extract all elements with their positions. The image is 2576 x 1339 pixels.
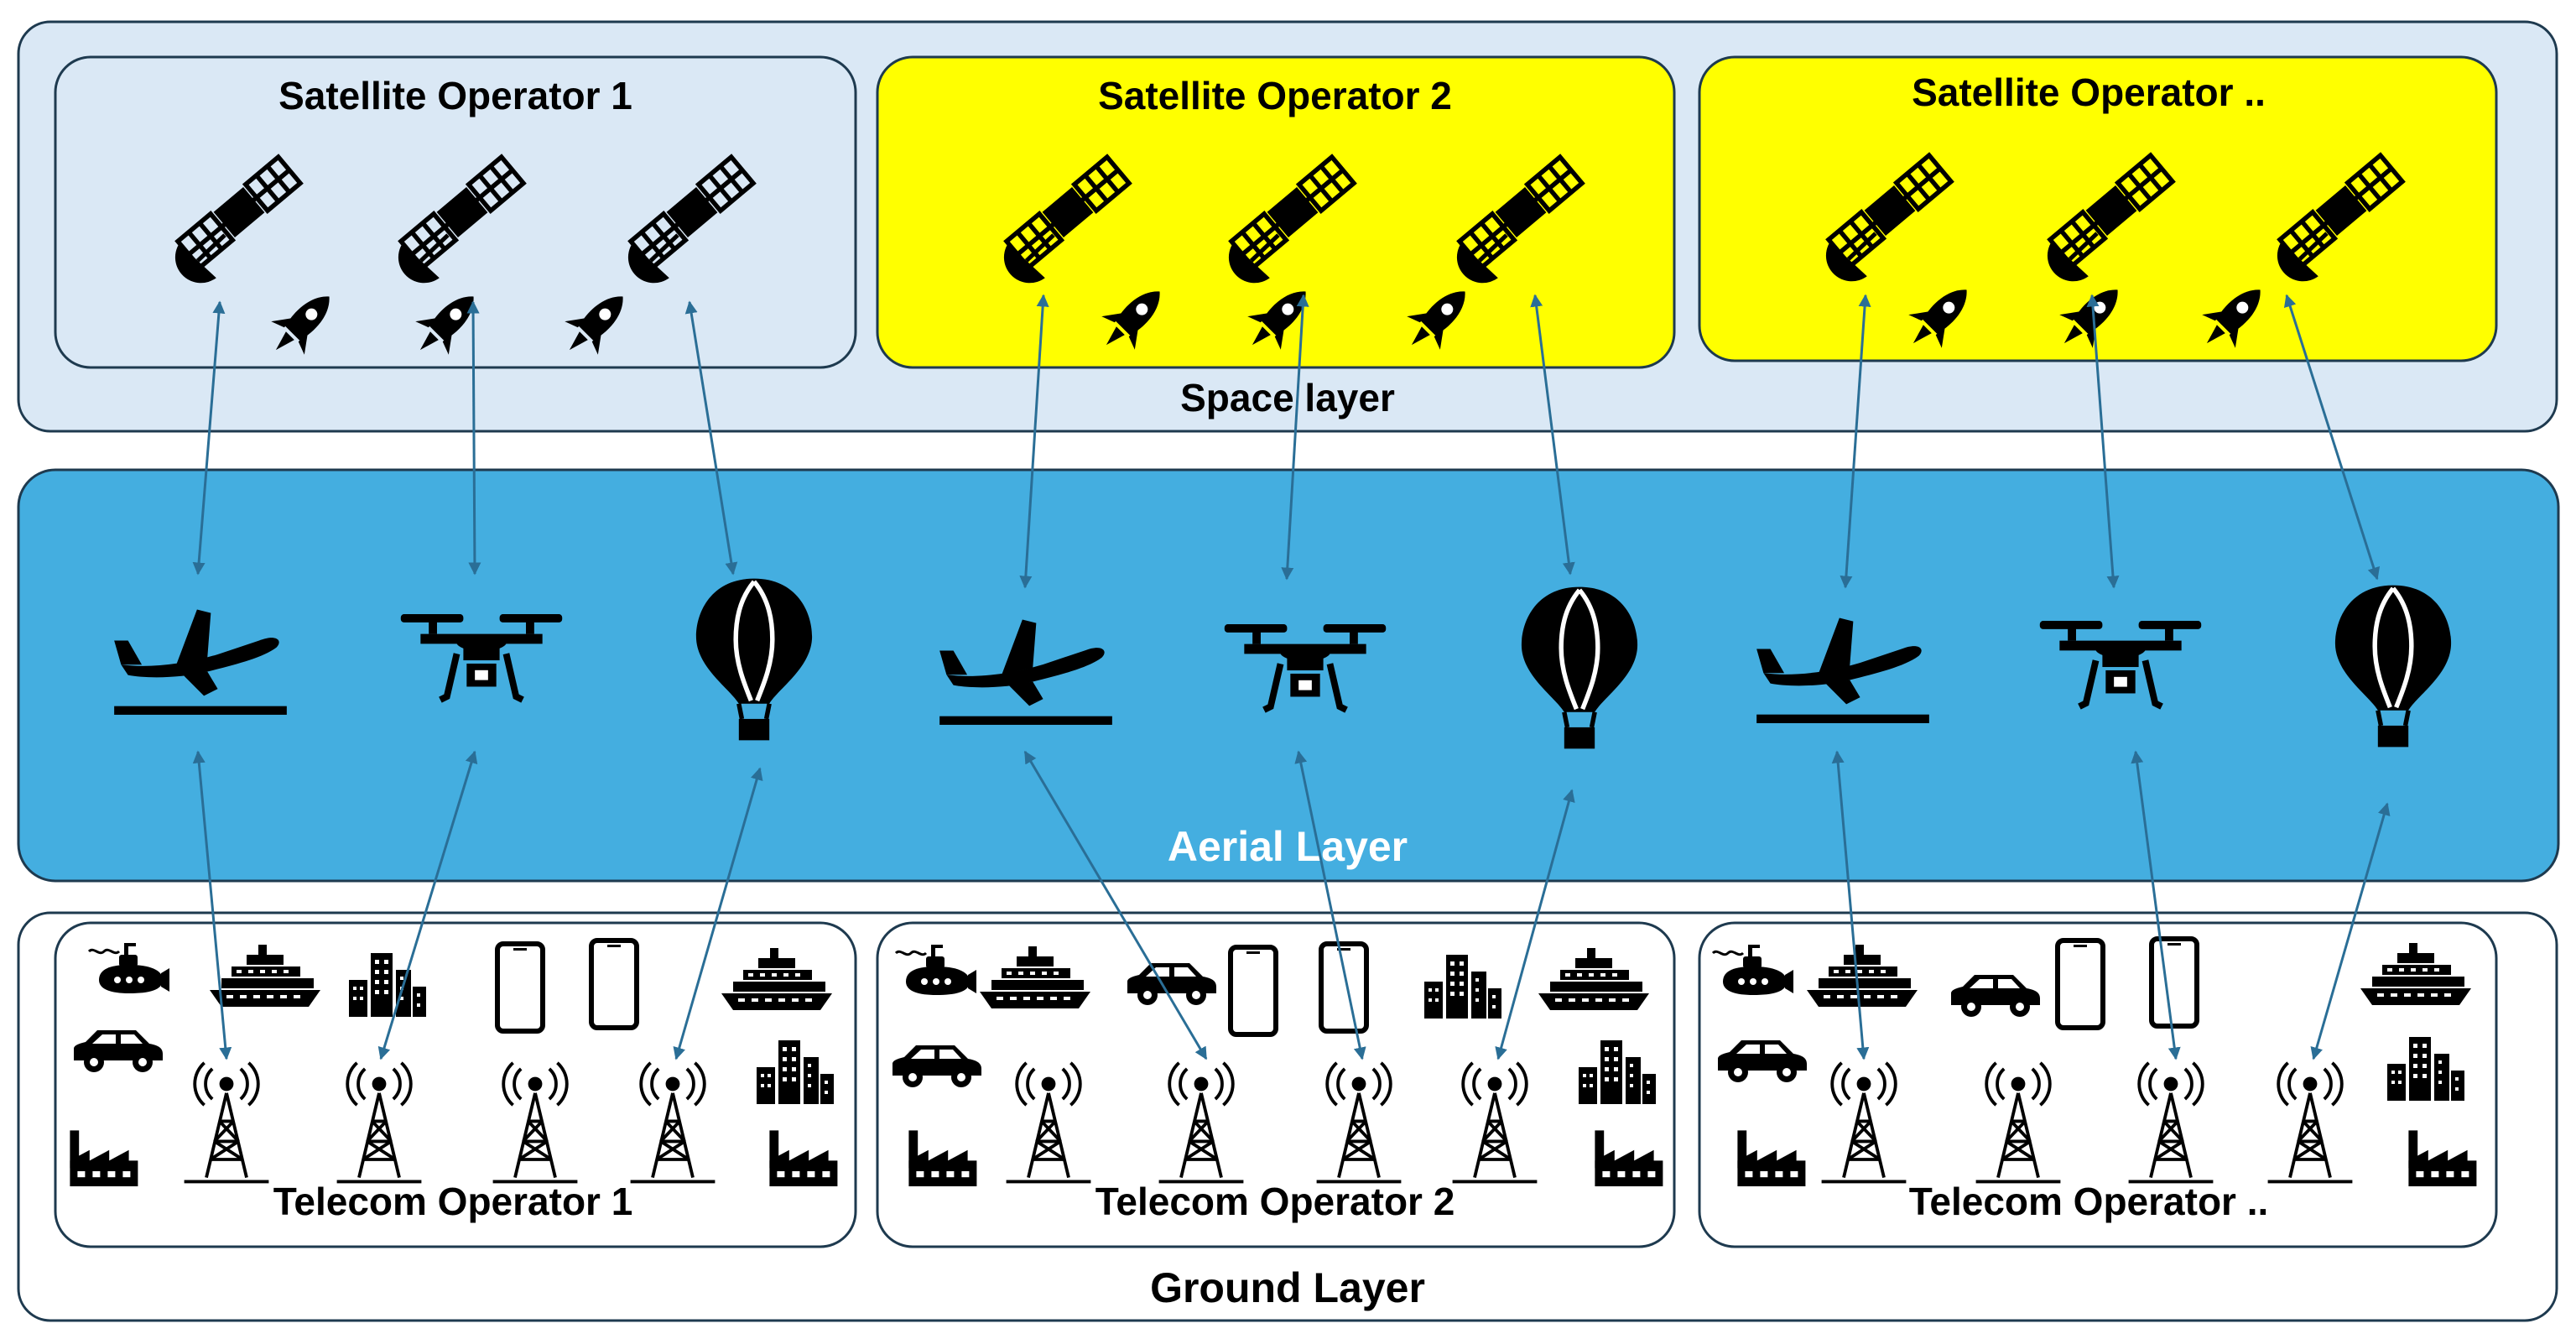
links xyxy=(192,294,2391,1060)
aerial-ground-link xyxy=(1294,750,1366,1060)
ground-layer: Ground Layer Telecom Operator 1 Telecom … xyxy=(17,911,2558,1322)
aerial-ground-link xyxy=(1495,789,1575,1060)
telecom-operator-2-title: Telecom Operator 2 xyxy=(1095,1180,1455,1223)
aerial-ground-link xyxy=(192,750,232,1060)
aerial-ground-link xyxy=(1023,750,1208,1060)
telecom-operator-2: Telecom Operator 2 xyxy=(876,921,1676,1248)
space-aerial-link xyxy=(1840,294,1871,589)
satellite-operator-1: Satellite Operator 1 xyxy=(54,55,857,369)
space-aerial-link xyxy=(684,300,738,576)
aerial-ground-link xyxy=(2131,750,2181,1060)
space-aerial-link xyxy=(1530,294,1575,576)
space-aerial-link xyxy=(1019,294,1049,589)
space-layer: Space layer Satellite Operator 1 Satelli… xyxy=(17,20,2558,433)
space-aerial-link xyxy=(466,300,481,576)
satellite-operator-3-title: Satellite Operator .. xyxy=(1912,70,2266,114)
satellite-operator-3: Satellite Operator .. xyxy=(1698,55,2498,362)
satellite-operator-2-title: Satellite Operator 2 xyxy=(1098,74,1452,117)
ground-layer-label: Ground Layer xyxy=(1150,1264,1425,1311)
aerial-layer-label: Aerial Layer xyxy=(1168,823,1408,870)
aerial-ground-link xyxy=(673,767,763,1060)
telecom-operator-3-title: Telecom Operator .. xyxy=(1909,1180,2269,1223)
aerial-layer: Aerial Layer xyxy=(17,468,2560,883)
telecom-operator-3: Telecom Operator .. xyxy=(1698,921,2498,1248)
space-aerial-link xyxy=(192,300,226,576)
aerial-ground-link xyxy=(377,750,478,1060)
satellite-operator-1-title: Satellite Operator 1 xyxy=(278,74,632,117)
telecom-operator-1: Telecom Operator 1 xyxy=(54,921,857,1248)
aerial-ground-link xyxy=(2310,802,2391,1060)
space-layer-label: Space layer xyxy=(1180,376,1395,419)
space-aerial-link xyxy=(2283,294,2381,581)
space-aerial-link xyxy=(2086,294,2120,589)
space-aerial-link xyxy=(1281,294,1309,581)
telecom-operator-1-title: Telecom Operator 1 xyxy=(273,1180,633,1223)
aerial-ground-link xyxy=(1831,750,1870,1060)
satellite-operator-2: Satellite Operator 2 xyxy=(876,55,1676,369)
